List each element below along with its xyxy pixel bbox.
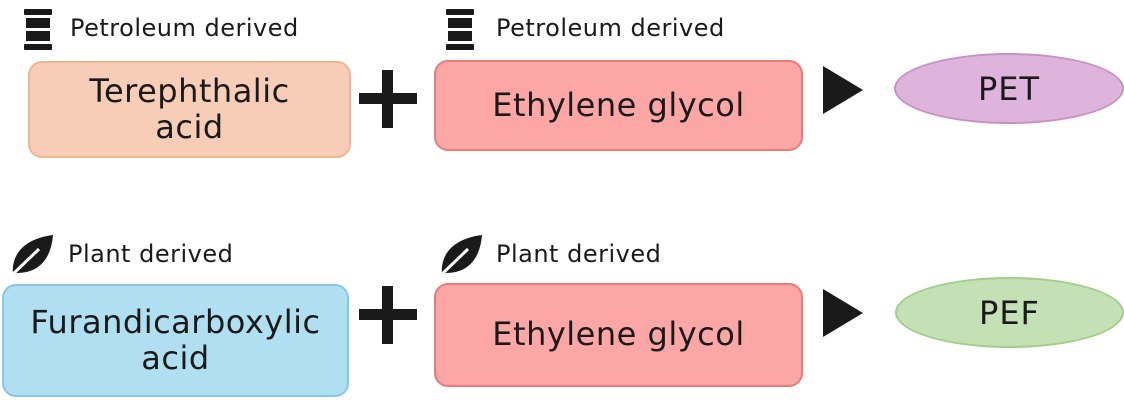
product-label: PET	[977, 69, 1041, 108]
product-ellipse-pef: PEF	[895, 277, 1124, 348]
reaction-arrow-icon	[823, 66, 863, 114]
reaction-arrow-icon	[823, 289, 863, 337]
leaf-icon	[438, 235, 482, 277]
monomer-label: Ethylene glycol	[492, 85, 745, 124]
source-label: Plant derived	[496, 240, 662, 268]
source-label: Petroleum derived	[496, 14, 725, 42]
monomer-box-ethylene-glycol: Ethylene glycol	[434, 60, 803, 151]
product-ellipse-pet: PET	[894, 53, 1124, 124]
monomer-label: Ethylene glycol	[492, 315, 745, 354]
source-label: Petroleum derived	[70, 14, 299, 42]
monomer-box-furandicarboxylic-acid: Furandicarboxylic acid	[2, 284, 349, 397]
monomer-label: Furandicarboxylic acid	[30, 302, 321, 377]
oil-barrel-icon	[24, 9, 52, 50]
product-label: PEF	[979, 293, 1040, 332]
monomer-label: Terephthalic acid	[89, 71, 290, 146]
oil-barrel-icon	[446, 9, 474, 50]
monomer-box-ethylene-glycol: Ethylene glycol	[434, 283, 803, 387]
source-label: Plant derived	[68, 240, 234, 268]
plus-sign	[359, 286, 417, 344]
monomer-box-terephthalic-acid: Terephthalic acid	[28, 61, 351, 158]
leaf-icon	[9, 235, 53, 277]
plus-sign	[359, 70, 417, 128]
